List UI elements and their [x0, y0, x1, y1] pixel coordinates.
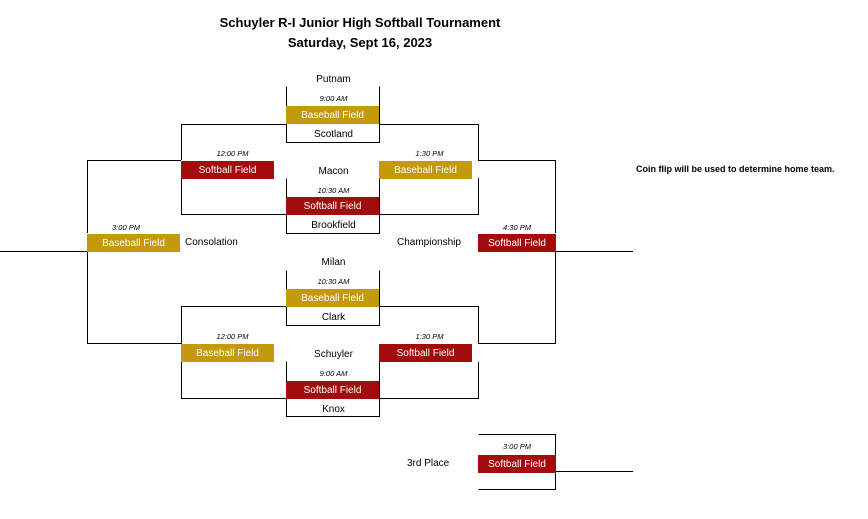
third-place-label: 3rd Place [407, 458, 450, 469]
semi-left-top-time: 12:00 PM [216, 148, 249, 158]
team-clark: Clark [321, 311, 346, 323]
consolation-time: 3:00 PM [112, 222, 140, 232]
team-brookfield: Brookfield [311, 219, 356, 231]
team-milan: Milan [321, 256, 346, 268]
bracket-game3-feed [181, 306, 479, 344]
bracket-semi-right-top-line [478, 160, 556, 233]
semi-right-top-time: 1:30 PM [415, 148, 444, 158]
game2-field: Softball Field [286, 197, 379, 215]
team-macon: Macon [318, 165, 349, 177]
bracket-semi-left-top-line [87, 160, 181, 233]
third-place-field: Softball Field [478, 455, 556, 473]
semi-left-top-field: Softball Field [181, 161, 274, 179]
bracket-semi-right-bottom-line [478, 252, 556, 344]
home-team-note: Coin flip will be used to determine home… [636, 164, 835, 174]
semi-right-bottom-time: 1:30 PM [415, 331, 444, 341]
third-place-time: 3:00 PM [503, 441, 531, 451]
championship-time: 4:30 PM [503, 222, 531, 232]
game3-field: Baseball Field [286, 289, 379, 307]
game1-field: Baseball Field [286, 106, 379, 124]
bracket-game4-feed [181, 362, 479, 399]
semi-left-bottom-time: 12:00 PM [216, 331, 249, 341]
game4-field: Softball Field [286, 381, 379, 399]
game2-time: 10:30 AM [317, 185, 350, 195]
game3-time: 10:30 AM [317, 276, 350, 286]
bracket-game2-feed [181, 178, 479, 215]
page-title: Schuyler R-I Junior High Softball Tourna… [219, 15, 501, 30]
semi-right-bottom-field: Softball Field [379, 344, 472, 362]
semi-left-bottom-field: Baseball Field [181, 344, 274, 362]
team-scotland: Scotland [314, 128, 353, 140]
game1-time: 9:00 AM [319, 93, 348, 103]
championship-label: Championship [397, 237, 461, 248]
bracket-semi-left-bottom-line [87, 252, 181, 344]
consolation-field: Baseball Field [87, 234, 180, 252]
championship-field: Softball Field [478, 234, 556, 252]
team-knox: Knox [322, 403, 345, 415]
semi-right-top-field: Baseball Field [379, 161, 472, 179]
team-schuyler: Schuyler [314, 348, 353, 360]
consolation-label: Consolation [185, 237, 238, 248]
bracket-game1-feed [181, 124, 479, 160]
team-putnam: Putnam [316, 73, 351, 85]
game4-time: 9:00 AM [319, 368, 348, 378]
page-subtitle: Saturday, Sept 16, 2023 [287, 35, 433, 50]
